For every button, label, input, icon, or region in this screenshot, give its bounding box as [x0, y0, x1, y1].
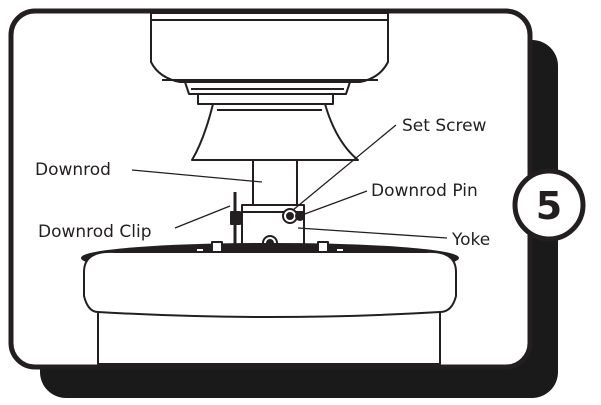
ceiling-canopy [150, 12, 389, 105]
downrod-pin-leader [301, 190, 368, 216]
yoke-leader [297, 227, 448, 239]
coupling-cover [191, 103, 359, 161]
label-yoke: Yoke [451, 230, 490, 250]
step-badge: 5 [512, 168, 586, 242]
fan-illustration [81, 12, 459, 365]
label-downrod: Downrod [35, 160, 111, 180]
downrod-clip-leader [174, 205, 231, 229]
downrod-shape [252, 159, 298, 207]
step-number: 5 [536, 184, 562, 228]
label-set-screw: Set Screw [402, 116, 487, 136]
downrod-pin-shape [295, 211, 305, 221]
callout-lines [131, 124, 448, 239]
set-screw-leader [292, 124, 397, 211]
downrod-leader [131, 169, 263, 183]
label-downrod-pin: Downrod Pin [371, 181, 478, 201]
motor-housing [83, 250, 457, 365]
label-downrod-clip: Downrod Clip [38, 222, 152, 242]
